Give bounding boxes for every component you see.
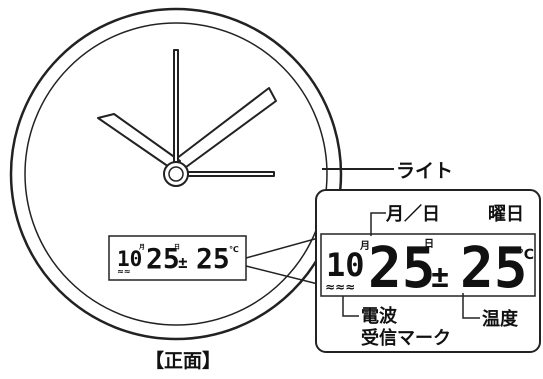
hour-hand xyxy=(97,113,181,170)
small-temp-unit: ℃ xyxy=(229,245,239,254)
clock-face xyxy=(24,22,328,326)
lcd-radio-icon: ≈≈≈ xyxy=(325,280,355,294)
small-lcd: 10 月 25 日 ± 25 ℃ ≈≈ xyxy=(117,242,239,276)
light-label: ライト xyxy=(396,160,453,182)
clock-hands xyxy=(97,49,277,177)
lcd-zoom-window xyxy=(320,233,536,297)
temperature-label: 温度 xyxy=(482,308,519,330)
hand-hub-inner xyxy=(168,166,184,182)
small-day-unit: 日 xyxy=(174,244,180,251)
lcd-month: 10 xyxy=(326,246,365,284)
month-day-label: 月／日 xyxy=(385,204,440,225)
lcd-weekday: ± xyxy=(431,260,449,295)
lcd-zoom-digits: 10 月 25 日 ± 25 ℃ ≈≈≈ xyxy=(325,236,534,301)
second-hand xyxy=(173,49,179,163)
weekday-label: 曜日 xyxy=(488,204,524,225)
small-temp: 25 xyxy=(196,242,230,275)
zoom-line-top xyxy=(245,236,323,259)
zoom-line-bottom xyxy=(245,265,323,286)
month-day-leader xyxy=(370,212,386,236)
small-month-unit: 月 xyxy=(138,243,145,251)
minute-hand xyxy=(171,87,277,171)
radio-label-line2: 受信マーク xyxy=(361,327,451,349)
clock-bezel xyxy=(9,7,343,341)
small-month: 10 xyxy=(117,247,142,271)
temperature-leader xyxy=(462,293,480,319)
lcd-day-unit: 日 xyxy=(424,238,434,250)
radio-leader xyxy=(342,296,359,317)
lcd-day: 25 xyxy=(368,236,435,301)
small-weekday: ± xyxy=(178,253,188,272)
lcd-temp-unit: ℃ xyxy=(517,247,534,263)
lcd-month-unit: 月 xyxy=(359,240,370,252)
small-day: 25 xyxy=(146,242,180,275)
small-radio-icon: ≈≈ xyxy=(117,267,130,276)
lcd-temp: 25 xyxy=(460,236,527,301)
front-caption: 【正面】 xyxy=(145,349,221,372)
second-hand-tail xyxy=(187,171,275,177)
radio-label: 電波 xyxy=(361,305,398,327)
